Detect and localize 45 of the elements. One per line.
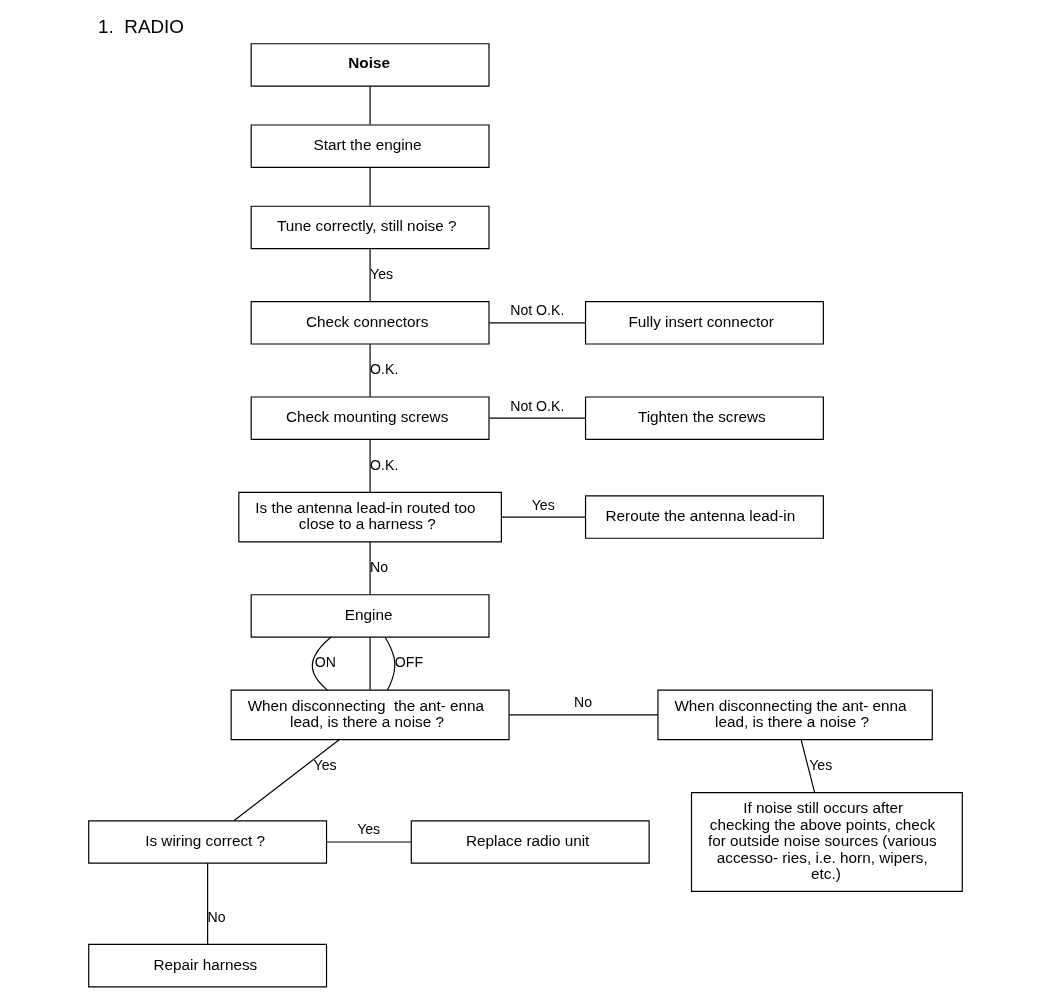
node-box: Start the engine xyxy=(250,124,490,168)
edge-label: Yes xyxy=(531,496,555,513)
node-box: Tighten the screws xyxy=(584,396,824,440)
edge-label: No xyxy=(207,908,226,925)
connector xyxy=(369,85,371,126)
connector xyxy=(384,636,395,691)
connector xyxy=(369,167,371,207)
node-box: Fully insert connector xyxy=(584,301,824,345)
connector xyxy=(488,322,586,324)
edge-label: Yes xyxy=(356,821,380,838)
node-box: When disconnecting the ant- enna lead, is there a noise ? xyxy=(656,689,933,741)
node-box: Reroute the antenna lead-in xyxy=(584,495,824,539)
connector xyxy=(233,739,340,822)
connector xyxy=(325,841,412,843)
node-box: Engine xyxy=(250,594,490,638)
edge-label: Not O.K. xyxy=(509,302,564,319)
node-box: Replace radio unit xyxy=(410,820,650,864)
edge-label: Yes xyxy=(313,756,337,773)
connector xyxy=(369,541,371,596)
node-box: Repair harness xyxy=(87,943,327,988)
edge-label: OFF xyxy=(394,654,423,671)
edge-label: Yes xyxy=(808,756,832,773)
connector xyxy=(500,516,586,518)
diagram-title: 1. RADIO xyxy=(97,15,184,37)
edge-label: Not O.K. xyxy=(509,397,564,414)
connector xyxy=(206,862,208,945)
connector xyxy=(311,636,331,691)
edge-label: No xyxy=(369,558,388,575)
connector xyxy=(369,439,371,493)
connector xyxy=(369,637,371,691)
node-box: Check connectors xyxy=(250,301,490,345)
node-box: When disconnecting the ant- enna lead, is there a noise ? xyxy=(230,689,510,741)
node-box: If noise still occurs after checking the above points, check for outside noise sources (various accesso- ries, i.e. horn, wipers, etc.) xyxy=(690,792,963,893)
connector xyxy=(800,739,815,794)
node-box: Is the antenna lead-in routed too close to a harness ? xyxy=(237,491,502,543)
node-box: Is wiring correct ? xyxy=(87,820,327,864)
edge-label: ON xyxy=(314,654,336,671)
edge-label: No xyxy=(573,694,592,711)
node-box: Noise xyxy=(250,43,490,87)
connector xyxy=(369,343,371,398)
node-box: Check mounting screws xyxy=(250,396,490,440)
connector xyxy=(369,248,371,303)
connector xyxy=(508,714,658,716)
node-box: Tune correctly, still noise ? xyxy=(250,205,490,250)
connector xyxy=(488,417,586,419)
